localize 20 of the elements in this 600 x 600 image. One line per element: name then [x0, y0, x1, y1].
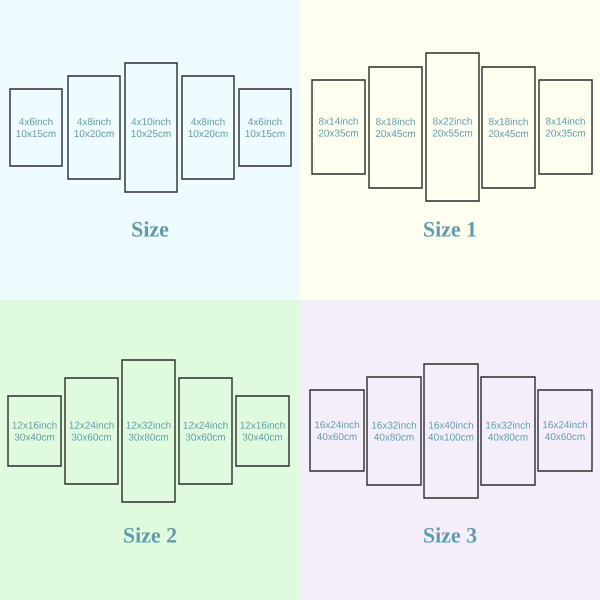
canvas-panel-frame: 16x24inch 40x60cm	[309, 389, 365, 472]
canvas-panel-frame: 8x14inch 20x35cm	[311, 79, 366, 175]
canvas-panel-frame: 8x14inch 20x35cm	[538, 79, 593, 175]
canvas-panel-frame: 16x32inch 40x80cm	[480, 376, 536, 486]
canvas-panel-frame: 12x24inch 30x60cm	[178, 377, 233, 485]
canvas-panel-frame: 4x8inch 10x20cm	[181, 75, 235, 180]
canvas-panel-frame: 12x16inch 30x40cm	[7, 395, 62, 467]
canvas-panel-frame: 8x18inch 20x45cm	[481, 66, 536, 189]
canvas-panel-frame: 8x22inch 20x55cm	[425, 52, 480, 202]
canvas-panel-frame: 12x24inch 30x60cm	[64, 377, 119, 485]
canvas-panel-frame: 4x10inch 10x25cm	[124, 62, 178, 193]
canvas-panel-frame: 8x18inch 20x45cm	[368, 66, 423, 189]
canvas-panel-frame: 16x40inch 40x100cm	[423, 363, 479, 499]
canvas-panel-frame: 12x16inch 30x40cm	[235, 395, 290, 467]
canvas-panel-frame: 4x8inch 10x20cm	[67, 75, 121, 180]
canvas-panel-frame: 16x24inch 40x60cm	[537, 389, 593, 472]
canvas-panel-frame: 16x32inch 40x80cm	[366, 376, 422, 486]
canvas-panel-frame: 4x6inch 10x15cm	[238, 88, 292, 167]
canvas-panel-frame: 4x6inch 10x15cm	[9, 88, 63, 167]
canvas-panel-frame: 12x32inch 30x80cm	[121, 359, 176, 503]
